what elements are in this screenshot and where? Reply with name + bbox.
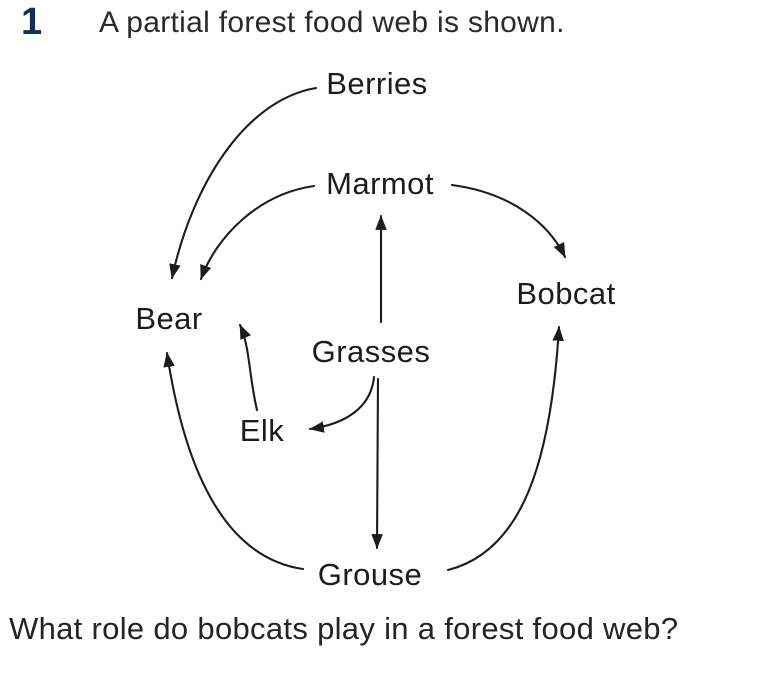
- edge-berries-to-bear-arrow: [169, 86, 318, 280]
- edge-elk-to-bear-arrow: [238, 323, 259, 412]
- edge-grasses-to-elk-arrow: [308, 375, 376, 433]
- edge-marmot-to-bear-arrow: [199, 184, 316, 281]
- prompt-text: A partial forest food web is shown.: [99, 6, 565, 39]
- question-text: What role do bobcats play in a forest fo…: [9, 611, 679, 646]
- node-label-grouse: Grouse: [317, 557, 423, 592]
- node-label-berries: Berries: [326, 66, 428, 101]
- node-label-elk: Elk: [239, 413, 285, 448]
- edge-grouse-to-bobcat-arrow: [446, 325, 564, 572]
- node-label-bear: Bear: [135, 301, 203, 336]
- question-number: 1: [21, 1, 43, 43]
- node-label-marmot: Marmot: [326, 166, 434, 201]
- edge-grasses-to-grouse-arrow: [371, 377, 383, 550]
- edge-marmot-to-bobcat-arrow: [450, 183, 567, 259]
- edge-grouse-to-bear-arrow: [163, 351, 305, 571]
- node-label-grasses: Grasses: [311, 334, 431, 369]
- node-label-bobcat: Bobcat: [516, 276, 616, 311]
